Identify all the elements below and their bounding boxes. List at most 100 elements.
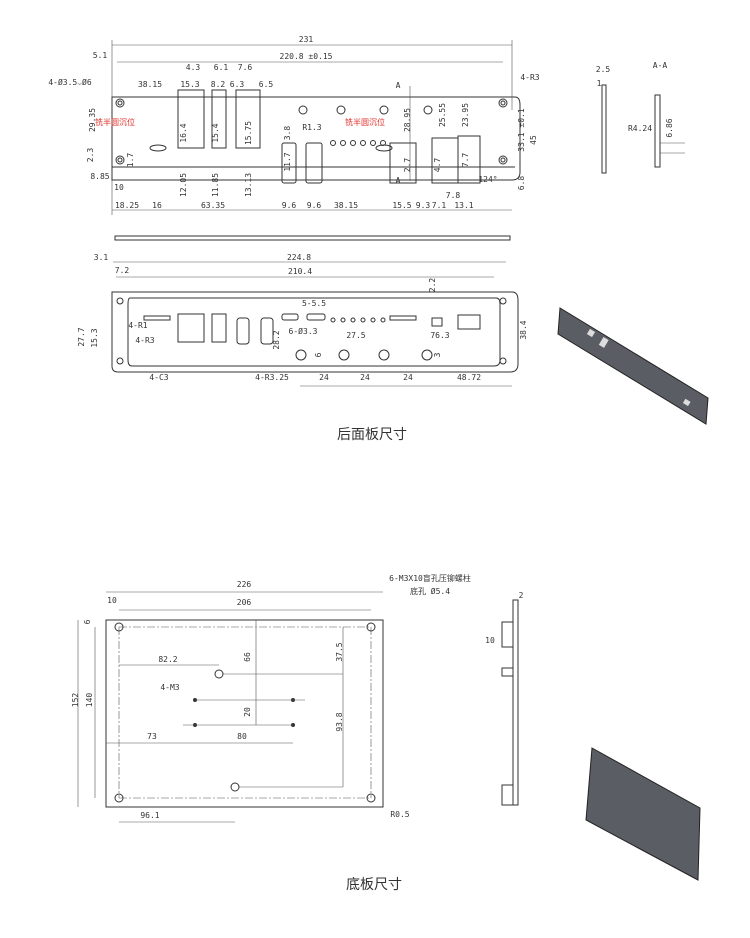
dimension-label: A xyxy=(396,176,401,185)
dimension-label: 12.05 xyxy=(179,173,188,197)
dimension-label: 63.35 xyxy=(201,201,225,210)
dimension-label: 6.5 xyxy=(259,80,274,89)
bottom-plate-caption: 底板尺寸 xyxy=(346,877,402,893)
dimension-label: 152 xyxy=(71,693,80,708)
dimension-label: 3.8 xyxy=(283,126,292,141)
dimension-label: 5-5.5 xyxy=(302,299,326,308)
dimension-label: 20 xyxy=(243,707,252,717)
dimension-label: 2 xyxy=(519,591,524,600)
dimension-label: 24 xyxy=(360,373,370,382)
bottom-plate-3d-view xyxy=(585,747,701,881)
dimension-label: R1.3 xyxy=(302,123,321,132)
dimension-label: 2.5 xyxy=(596,65,611,74)
dimension-label: 24 xyxy=(403,373,413,382)
dimension-label: 8.85 xyxy=(90,172,109,181)
dimension-label: 16.4 xyxy=(179,123,188,142)
dimension-label: 93.8 xyxy=(335,712,344,731)
dimension-label: 4-Ø3.5⌵Ø6 xyxy=(48,77,92,87)
dimension-label: 1.7 xyxy=(126,153,135,168)
dimension-label: 15.75 xyxy=(244,121,253,145)
dimension-label: 206 xyxy=(237,598,252,607)
dimension-label: 7.7 xyxy=(461,153,470,168)
dimension-label: 7.2 xyxy=(115,266,130,275)
dimension-label: 38.4 xyxy=(519,320,528,339)
dimension-label: 9.3 xyxy=(416,201,431,210)
dimension-label: 231 xyxy=(299,35,314,44)
dimension-label: 15.3 xyxy=(90,328,99,347)
dimension-label: 37.5 xyxy=(335,642,344,661)
dimension-label: 33.1 ±0.1 xyxy=(517,108,526,152)
dimension-label: 6.86 xyxy=(665,118,674,137)
dimension-label: 4-R1 xyxy=(128,321,147,330)
dimension-label: 48.72 xyxy=(457,373,481,382)
dimension-label: 5.1 xyxy=(93,51,108,60)
port-cutouts xyxy=(149,89,481,184)
dimension-label: 80 xyxy=(237,732,247,741)
dimension-label: 220.8 ±0.15 xyxy=(280,52,333,61)
dimension-label: 24 xyxy=(319,373,329,382)
dimension-label: 6.3 xyxy=(230,80,245,89)
dimension-label: 11.85 xyxy=(211,173,220,197)
led-holes xyxy=(298,105,433,146)
dimension-label: 13.1 xyxy=(454,201,473,210)
section-a-a xyxy=(601,84,685,174)
dimension-label: 6-M3X10盲孔压铆螺柱 xyxy=(389,573,471,583)
dimension-label: 2.2 xyxy=(428,278,437,293)
dimension-label: 124° xyxy=(478,175,497,184)
dimension-label: 4-R3 xyxy=(135,336,154,345)
dimension-label: 4-M3 xyxy=(160,683,179,692)
dimension-label: 15.4 xyxy=(211,123,220,142)
dimension-label: 10 xyxy=(485,636,495,645)
dimension-label: 7.6 xyxy=(238,63,253,72)
dimension-label: 66 xyxy=(243,652,252,662)
annotation-note: 铣半圆沉位 xyxy=(345,117,385,127)
dimension-label: 45 xyxy=(529,135,538,145)
dimension-label: 6 xyxy=(314,352,323,357)
dimension-label: 76.3 xyxy=(430,331,449,340)
annotation-note: 铣半圆沉位 xyxy=(95,117,135,127)
dimension-label: 4.7 xyxy=(433,158,442,173)
rear-panel-back-view xyxy=(111,261,519,387)
mount-hole xyxy=(115,98,508,165)
dimension-label: 13.13 xyxy=(244,173,253,197)
dimension-label: 23.95 xyxy=(461,103,470,127)
dimension-label: 73 xyxy=(147,732,157,741)
dimension-label: A-A xyxy=(653,61,668,70)
dimension-label: 11.7 xyxy=(283,152,292,171)
dimension-label: 224.8 xyxy=(287,253,311,262)
dimension-label: 27.5 xyxy=(346,331,365,340)
dimension-label: 3.1 xyxy=(94,253,109,262)
dimension-label: 38.15 xyxy=(334,201,358,210)
dimension-label: 9.6 xyxy=(307,201,322,210)
dimension-label: 15.3 xyxy=(180,80,199,89)
dimension-label: R0.5 xyxy=(390,810,409,819)
dimension-label: 96.1 xyxy=(140,811,159,820)
dimension-label: 82.2 xyxy=(158,655,177,664)
dimension-label: 29.35 xyxy=(88,108,97,132)
dimension-label: 7.8 xyxy=(446,191,461,200)
dimension-label: 18.25 xyxy=(115,201,139,210)
dimension-label: 10 xyxy=(107,596,117,605)
dimension-label: 6-Ø3.3 xyxy=(289,326,318,336)
dimension-label: 9.6 xyxy=(282,201,297,210)
dimension-label: 1 xyxy=(597,79,602,88)
dimension-label: 6.1 xyxy=(214,63,229,72)
dimension-label: 16 xyxy=(152,201,162,210)
bottom-plate-top-view xyxy=(77,591,384,823)
dimension-label: 15.5 xyxy=(392,201,411,210)
dimension-label: 38.15 xyxy=(138,80,162,89)
bottom-plate-side-view xyxy=(501,599,519,806)
dimension-label: 8.2 xyxy=(211,80,226,89)
dimension-label: 底孔 Ø5.4 xyxy=(410,586,450,596)
dimension-label: 6.8 xyxy=(517,176,526,191)
dimension-label: R4.24 xyxy=(628,124,652,133)
rear-panel-front-view xyxy=(111,40,521,215)
rear-panel-3d-view xyxy=(557,307,709,425)
dimension-label: 4-C3 xyxy=(149,373,168,382)
dimension-label: 2.3 xyxy=(86,148,95,163)
dimension-label: 4-R3.25 xyxy=(255,373,289,382)
dimension-label: A xyxy=(396,81,401,90)
